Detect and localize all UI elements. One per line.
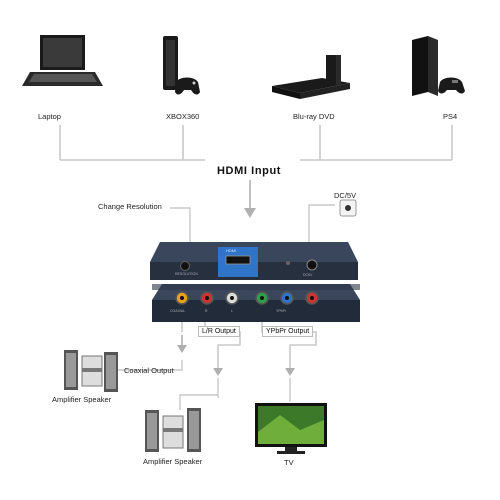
- hdmi-input-title: HDMI Input: [217, 165, 282, 177]
- ps4-label: PS4: [443, 112, 458, 121]
- bluray-player-icon: [272, 55, 350, 99]
- lr-to-amp-line: [179, 378, 219, 410]
- tv-icon: [255, 403, 327, 454]
- device-hdmi-label: HDMI: [226, 248, 237, 253]
- dc5v-label: DC/5V: [334, 191, 357, 200]
- source-lines: [59, 125, 453, 161]
- dc5v-line: [308, 204, 335, 248]
- laptop-label: Laptop: [38, 112, 61, 121]
- device-r-label: R: [205, 309, 208, 313]
- amplifier-speaker-label-2: Amplifier Speaker: [143, 457, 203, 466]
- amplifier-speaker-icon-2: [145, 408, 201, 452]
- ypbpr-output-label: YPbPr Output: [262, 326, 314, 337]
- device-coaxial-label: COAXIAL: [170, 309, 186, 313]
- hdmi-input-arrow: [244, 180, 256, 218]
- ps4-icon: [412, 36, 465, 96]
- change-resolution-label: Change Resolution: [98, 202, 162, 211]
- amplifier-speaker-icon-1: [64, 350, 118, 392]
- coaxial-output-label: Coaxial Output: [124, 366, 174, 375]
- tv-label: TV: [284, 458, 294, 467]
- xbox-icon: [163, 36, 200, 95]
- laptop-icon: [22, 35, 103, 86]
- output-arrows: [177, 335, 295, 376]
- device-audio-label: L: [231, 309, 233, 313]
- bluray-label: Blu-ray DVD: [293, 112, 335, 121]
- amplifier-speaker-label-1: Amplifier Speaker: [52, 395, 112, 404]
- device-resolution-label: RESOLUTION: [175, 272, 198, 276]
- rca-ports: [175, 291, 319, 305]
- converter-top: [150, 242, 358, 280]
- xbox-label: XBOX360: [166, 112, 200, 121]
- device-ypbpr-label: YPbPr: [276, 309, 287, 313]
- lr-output-label: L/R Output: [198, 326, 240, 337]
- device-dc-label: DC5V: [303, 273, 313, 277]
- change-resolution-line: [170, 207, 191, 247]
